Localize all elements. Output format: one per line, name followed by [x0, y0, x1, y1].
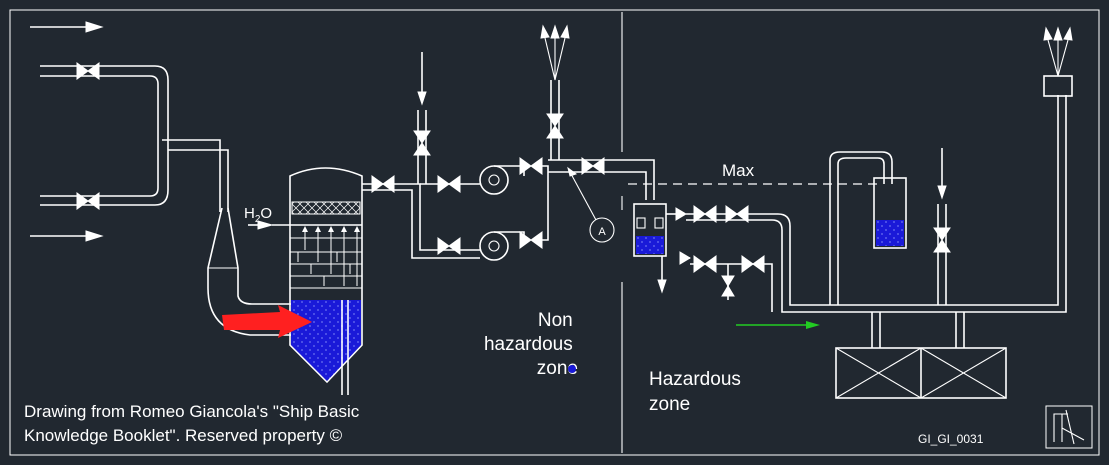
hazardous-line-1: Hazardous	[649, 369, 741, 390]
analyzer-label: A	[598, 226, 606, 238]
exhaust-manifold-inner	[40, 75, 159, 197]
drain-valve-1[interactable]	[693, 255, 717, 273]
seawater-supply-line	[937, 148, 947, 305]
deck-seal-valve-1[interactable]	[693, 205, 717, 223]
manifold-to-cyclone-2	[168, 149, 229, 212]
overflow-line	[686, 95, 1059, 306]
fan-suction-valve-top[interactable]	[437, 175, 461, 193]
blower-fan-top	[479, 165, 525, 195]
max-label: Max	[722, 161, 755, 180]
zone-marker-dot	[568, 365, 576, 373]
blower-fan-bottom	[479, 231, 525, 261]
hazardous-label: Hazardous zone	[649, 369, 746, 415]
svg-text:H2O: H2O	[244, 205, 272, 225]
water-seal-tank	[829, 151, 907, 305]
water-label-end: O	[260, 205, 272, 222]
discharge-riser	[542, 165, 549, 241]
effluent-tanks	[835, 312, 1007, 399]
inlet-arrow-bottom	[30, 230, 104, 242]
credit-line-2: Knowledge Booklet". Reserved property ©	[24, 426, 343, 445]
vent-stack-center	[540, 24, 570, 160]
tower-outlet-pipe	[362, 183, 480, 251]
vent-stack-right	[1043, 26, 1073, 97]
check-valve	[675, 207, 687, 221]
scrubber-liquid	[291, 300, 361, 381]
drain-valve-vertical[interactable]	[721, 264, 735, 300]
inlet-valve-bottom[interactable]	[76, 192, 100, 210]
non-hazardous-line-3: zone	[537, 358, 578, 379]
water-label-sub: 2	[255, 214, 261, 225]
exhaust-inlet-arrow	[222, 305, 312, 338]
cyclone-inner	[227, 207, 292, 305]
analyzer-instrument: A	[567, 166, 615, 243]
air-injection-line	[417, 52, 427, 184]
drawing-code: GI_GI_0031	[918, 432, 984, 446]
scrubber-tower	[289, 167, 363, 395]
credit-line-1: Drawing from Romeo Giancola's "Ship Basi…	[24, 402, 360, 421]
drain-branch	[690, 263, 773, 312]
air-injection-valve[interactable]	[413, 130, 431, 156]
discharge-valve[interactable]	[581, 157, 605, 175]
author-logo	[1045, 405, 1093, 449]
inlet-valve-top[interactable]	[76, 62, 100, 80]
cyclone-body	[207, 207, 292, 336]
flow-arrow	[736, 321, 820, 329]
water-inlet: H2O	[244, 205, 362, 230]
vent-stack-valve[interactable]	[546, 113, 564, 139]
demister-mesh	[291, 201, 361, 215]
deck-seal-valve-2[interactable]	[725, 205, 749, 223]
inlet-arrow-top	[30, 21, 104, 33]
credit-text: Drawing from Romeo Giancola's "Ship Basi…	[24, 402, 364, 445]
fan-discharge-valve-top[interactable]	[519, 157, 543, 175]
non-hazardous-line-2: hazardous	[484, 334, 573, 355]
tower-outlet-valve[interactable]	[371, 175, 395, 193]
fan-discharge-valve-bottom[interactable]	[519, 231, 543, 249]
non-hazardous-label: Non hazardous zone	[484, 310, 578, 379]
hazardous-line-2: zone	[649, 394, 690, 415]
drain-valve-2[interactable]	[741, 255, 765, 273]
seawater-supply-valve[interactable]	[933, 227, 951, 253]
deck-seal-tank	[633, 203, 667, 294]
non-hazardous-line-1: Non	[538, 310, 573, 331]
drawing-frame	[9, 9, 1100, 456]
fan-suction-valve-bottom[interactable]	[437, 237, 461, 255]
exhaust-manifold-outer	[40, 65, 169, 206]
manifold-to-cyclone	[162, 139, 221, 212]
water-label: H	[244, 205, 255, 222]
